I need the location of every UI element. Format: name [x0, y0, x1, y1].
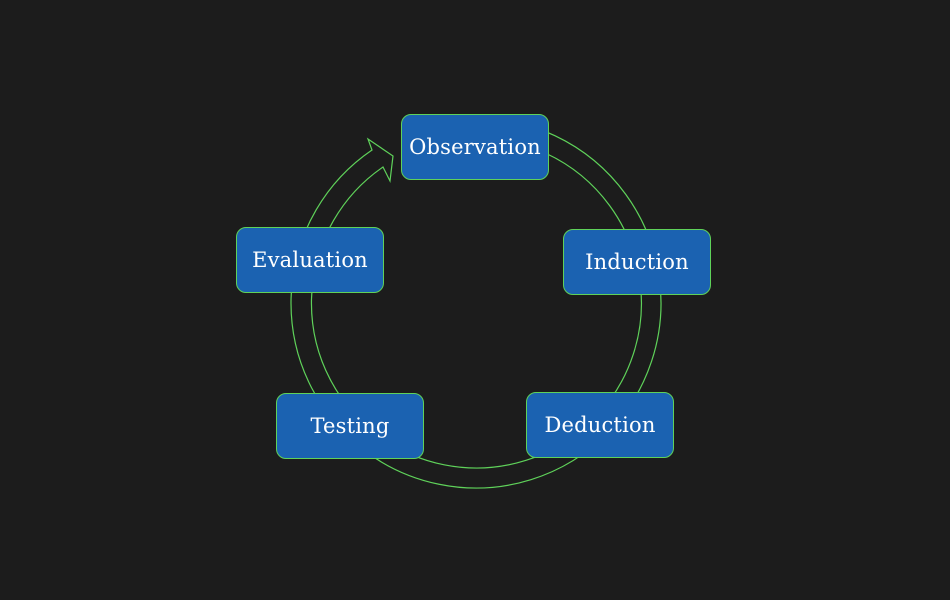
- node-induction: Induction: [563, 229, 711, 295]
- node-observation-label: Observation: [409, 135, 541, 159]
- node-testing: Testing: [276, 393, 424, 459]
- node-testing-label: Testing: [310, 414, 390, 438]
- node-deduction: Deduction: [526, 392, 674, 458]
- node-deduction-label: Deduction: [544, 413, 656, 437]
- node-evaluation: Evaluation: [236, 227, 384, 293]
- node-evaluation-label: Evaluation: [252, 248, 368, 272]
- node-observation: Observation: [401, 114, 549, 180]
- cycle-ring-path: [290, 117, 662, 489]
- node-induction-label: Induction: [585, 250, 689, 274]
